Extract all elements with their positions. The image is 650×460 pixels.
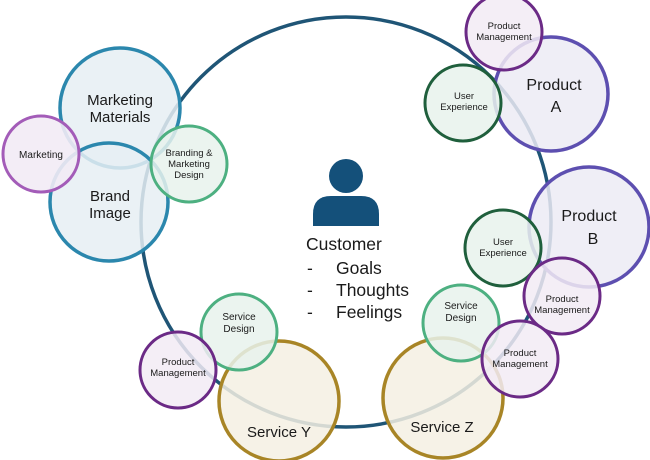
customer-goals: Goals — [336, 258, 382, 278]
user-experience-a-label-2: Experience — [440, 102, 488, 113]
customer-feelings: Feelings — [336, 302, 402, 322]
marketing-circle — [1, 114, 81, 194]
customer-title: Customer — [306, 234, 382, 254]
product-a-label-2: A — [551, 99, 562, 116]
service-y-circle — [217, 339, 341, 460]
bullet-feelings: - — [307, 302, 313, 322]
product-management-a-label-1: Product — [488, 21, 521, 32]
product-management-a-circle — [464, 0, 544, 72]
user-experience-a-circle — [423, 63, 503, 143]
service-design-z-label-1: Service — [444, 301, 478, 312]
user-experience-b-label-2: Experience — [479, 248, 527, 259]
person-icon — [313, 159, 379, 226]
product-management-b-label-2: Management — [534, 305, 590, 316]
marketing-materials-label-1: Marketing — [87, 92, 153, 109]
product-a-label-1: Product — [526, 77, 582, 94]
service-design-y-label-1: Service — [222, 312, 256, 323]
product-management-b-label-1: Product — [546, 294, 579, 305]
service-design-z-label-2: Design — [445, 313, 476, 324]
service-design-y-circle — [199, 292, 279, 372]
product-b-label-1: Product — [561, 208, 617, 225]
branding-design-circle — [149, 124, 229, 204]
product-management-y-circle — [138, 330, 218, 410]
customer-thoughts: Thoughts — [336, 280, 409, 300]
user-experience-a-label-1: User — [454, 91, 474, 102]
marketing-materials-label-2: Materials — [90, 109, 151, 126]
branding-design-label-2: Marketing — [168, 159, 210, 170]
service-z-label: Service Z — [410, 419, 473, 436]
service-design-z-circle — [421, 283, 501, 363]
product-management-z-circle — [480, 319, 560, 399]
bullet-thoughts: - — [307, 280, 313, 300]
brand-image-label-2: Image — [89, 205, 131, 222]
product-management-a-label-2: Management — [476, 32, 532, 43]
brand-image-circle — [48, 141, 170, 263]
product-management-z-label-2: Management — [492, 359, 548, 370]
product-management-z-label-1: Product — [504, 348, 537, 359]
product-management-b-circle — [522, 256, 602, 336]
service-design-y-label-2: Design — [223, 324, 254, 335]
user-experience-b-circle — [463, 208, 543, 288]
branding-design-label-3: Design — [174, 170, 204, 181]
product-b-label-2: B — [588, 231, 599, 248]
service-y-label: Service Y — [247, 424, 311, 441]
bullet-goals: - — [307, 258, 313, 278]
marketing-label: Marketing — [19, 150, 63, 161]
brand-image-label-1: Brand — [90, 188, 130, 205]
branding-design-label-1: Branding & — [165, 148, 213, 159]
product-management-y-label-2: Management — [150, 368, 206, 379]
user-experience-b-label-1: User — [493, 237, 513, 248]
product-management-y-label-1: Product — [162, 357, 195, 368]
